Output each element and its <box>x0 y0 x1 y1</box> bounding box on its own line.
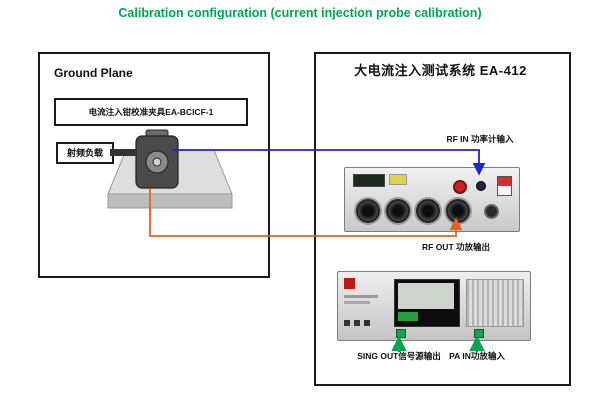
brand-logo-icon <box>344 278 355 289</box>
panel-text-bar <box>344 301 370 304</box>
sing-out-port <box>396 329 406 338</box>
panel-text-bar <box>344 295 378 298</box>
panel-button <box>354 320 360 326</box>
fixture-label-box: 电流注入钳校准夹具EA-BCICF-1 <box>54 98 248 126</box>
panel-button <box>364 320 370 326</box>
rf-out-connector <box>446 199 470 223</box>
pa-in-port <box>474 329 484 338</box>
page-title: Calibration configuration (current injec… <box>118 6 482 20</box>
touchscreen <box>394 279 460 327</box>
power-amplifier-instrument <box>344 167 520 232</box>
panel-button <box>344 320 350 326</box>
power-switch <box>497 176 512 196</box>
rf-connector-2 <box>386 199 410 223</box>
rf-in-connector <box>476 181 486 191</box>
vent-grille <box>466 279 524 327</box>
instrument-display <box>353 174 385 187</box>
ground-plane-label: Ground Plane <box>54 66 133 80</box>
sing-out-label: SING OUT信号源输出 <box>357 351 441 361</box>
aux-connector <box>484 204 499 219</box>
warning-label-icon <box>389 174 407 185</box>
red-connector <box>453 180 467 194</box>
rf-load-box: 射频负载 <box>56 142 114 164</box>
rf-connector-3 <box>416 199 440 223</box>
system-title: 大电流注入测试系统 EA-412 <box>354 63 527 78</box>
screen-green-bar <box>398 312 418 321</box>
pa-in-label: PA IN功放输入 <box>449 351 505 361</box>
rf-connector-1 <box>356 199 380 223</box>
screen-content <box>398 283 454 309</box>
rf-in-label: RF IN 功率计输入 <box>446 134 514 144</box>
ea412-generator-instrument <box>337 271 531 341</box>
ground-plane-box <box>38 52 270 278</box>
rf-out-label: RF OUT 功放输出 <box>422 242 490 252</box>
